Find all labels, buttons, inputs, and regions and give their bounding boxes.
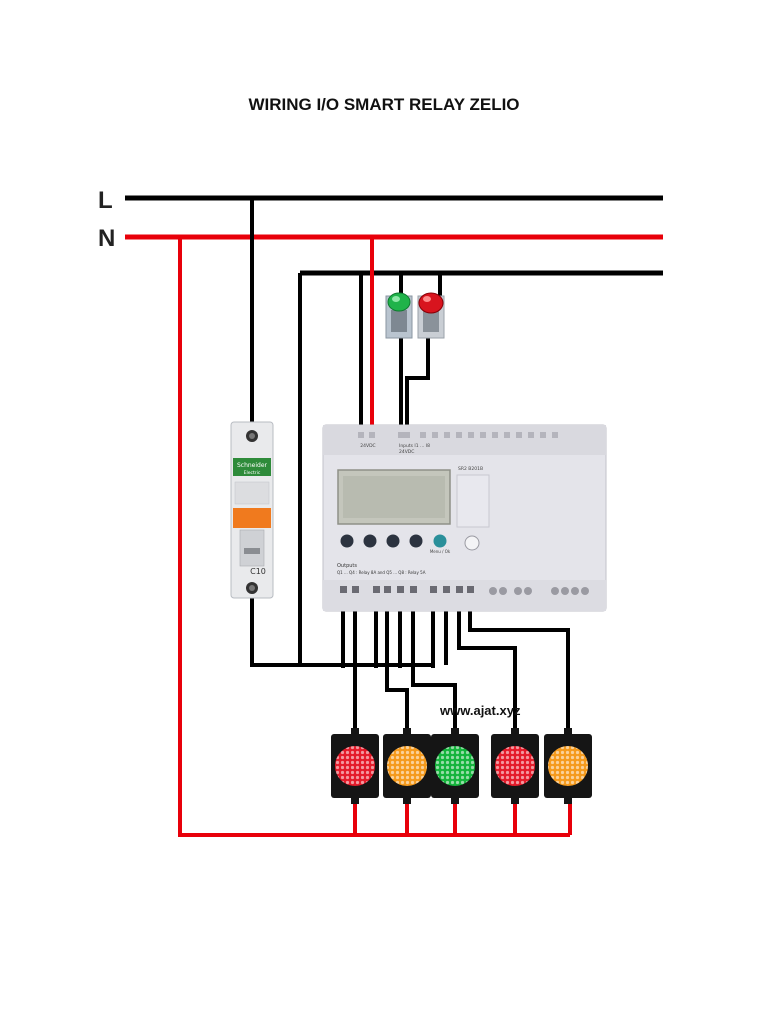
label-L: L <box>98 187 113 214</box>
relay-outputs-sub: Q1 ... Q4 : Relay 8A and Q5 ... Q8 : Rel… <box>337 570 426 575</box>
lamp-group <box>331 728 592 804</box>
signal-lamp-red-1 <box>331 728 379 804</box>
signal-lamp-amber-2 <box>383 728 431 804</box>
signal-lamp-green-3 <box>431 728 479 804</box>
relay-key-3 <box>386 534 400 548</box>
relay-key-menu-ok <box>433 534 447 548</box>
signal-lamp-amber-5 <box>544 728 592 804</box>
push-button-start <box>385 292 413 339</box>
page-title: WIRING I/O SMART RELAY ZELIO <box>248 95 520 114</box>
watermark: www.ajat.xyz <box>439 703 521 718</box>
smart-relay-zelio: 24VDC Inputs I1 ... I8 24VDC SR2 B201B M… <box>322 424 607 612</box>
mcb-rating: C10 <box>250 567 266 576</box>
relay-supply-label: 24VDC <box>360 443 375 449</box>
relay-key-shift <box>464 535 480 551</box>
relay-key-4 <box>409 534 423 548</box>
mcb-breaker: Schneider Electric C10 <box>230 421 274 599</box>
label-N: N <box>98 225 115 252</box>
relay-key-1 <box>340 534 354 548</box>
relay-inputs-sub: 24VDC <box>399 449 414 455</box>
relay-inputs-label: Inputs I1 ... I8 <box>399 443 430 449</box>
mcb-brand: Schneider <box>237 462 268 469</box>
relay-model: SR2 B201B <box>458 466 483 472</box>
relay-key-2 <box>363 534 377 548</box>
push-button-stop <box>417 292 445 339</box>
mcb-brand-sub: Electric <box>244 470 261 476</box>
signal-lamp-red-4 <box>491 728 539 804</box>
relay-outputs-label: Outputs <box>337 563 357 569</box>
relay-key-menu-ok-label: Menu / Ok <box>430 549 451 554</box>
